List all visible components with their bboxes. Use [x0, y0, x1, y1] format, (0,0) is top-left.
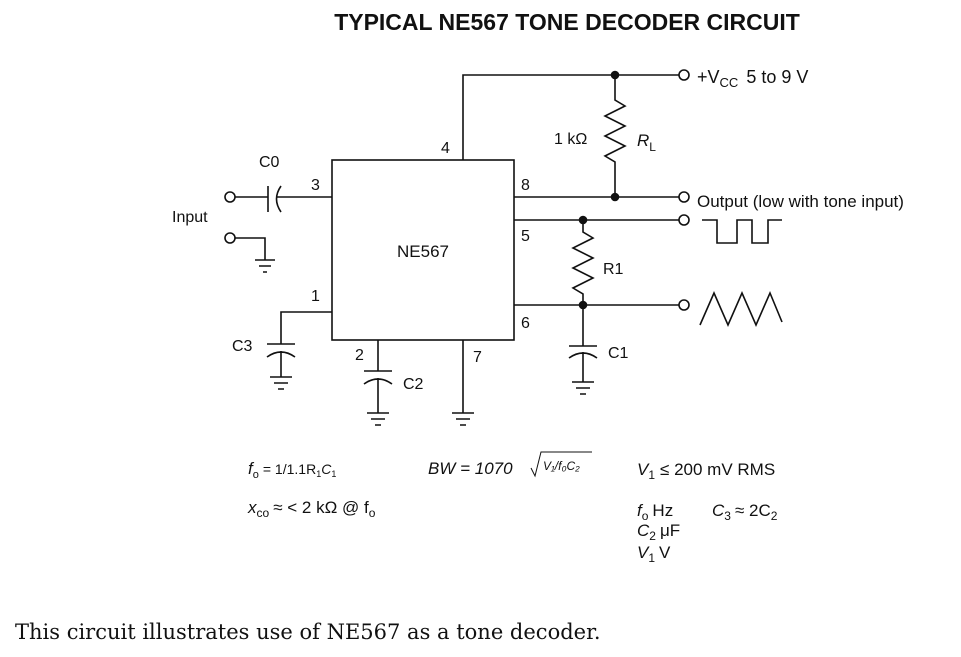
timing-capacitor-c1 [568, 305, 598, 395]
input-terminal [224, 191, 236, 203]
v1-formula: V1≤ 200 mV RMS [637, 460, 775, 482]
triangle-wave-icon [699, 290, 783, 327]
pin-5-label: 5 [521, 228, 530, 245]
pin-8-label: 8 [521, 177, 530, 194]
square-wave-terminal [678, 214, 690, 226]
diagram-title: TYPICAL NE567 TONE DECODER CIRCUIT [334, 9, 800, 35]
pin-6-label: 6 [521, 315, 530, 332]
ground-icon [235, 237, 275, 273]
ne567-chip [331, 159, 515, 341]
fo-formula: fo= 1/1.1R1C1 [248, 459, 336, 481]
chip-label: NE567 [397, 242, 449, 261]
bw-formula: BW = 1070 [428, 459, 513, 478]
c3-relation: C3≈ 2C2 [712, 501, 778, 523]
pin7-ground [452, 340, 474, 426]
input-capacitor-c0 [235, 185, 332, 213]
output-terminal [678, 191, 690, 203]
capacitor-c3 [266, 311, 332, 390]
vcc-wire [462, 74, 679, 160]
bw-root: V₁/f₀C₂ [543, 459, 580, 473]
c1-label: C1 [608, 345, 629, 362]
square-wave-icon [702, 219, 782, 244]
caption: This circuit illustrates use of NE567 as… [15, 620, 601, 644]
rl-label: RL [637, 131, 656, 154]
pin-3-label: 3 [311, 177, 320, 194]
sqrt-sign [530, 451, 592, 478]
c0-label: C0 [259, 154, 280, 171]
capacitor-c2 [363, 340, 393, 426]
junction-dot [610, 192, 620, 202]
r1-label: R1 [603, 261, 624, 278]
rl-value-label: 1 kΩ [554, 131, 587, 148]
vcc-terminal [678, 69, 690, 81]
pin-4-label: 4 [441, 140, 450, 157]
pin-7-label: 7 [473, 349, 482, 366]
formulas: fo= 1/1.1R1C1 BW = 1070 V₁/f₀C₂ V1≤ 200 … [247, 451, 778, 565]
timing-resistor-r1 [571, 220, 595, 305]
pin-2-label: 2 [355, 347, 364, 364]
output-label: Output (low with tone input) [697, 192, 904, 211]
pin-labels: 1 2 3 4 5 6 7 8 [311, 140, 530, 366]
triangle-wave-terminal [678, 299, 690, 311]
c3-label: C3 [232, 338, 253, 355]
load-resistor-rl [603, 75, 627, 197]
c2-label: C2 [403, 376, 424, 393]
xco-formula: xco≈ < 2 kΩ @ fo [247, 498, 376, 520]
pin-1-label: 1 [311, 288, 320, 305]
input-label: Input [172, 209, 208, 226]
input-ground-terminal [224, 232, 236, 244]
